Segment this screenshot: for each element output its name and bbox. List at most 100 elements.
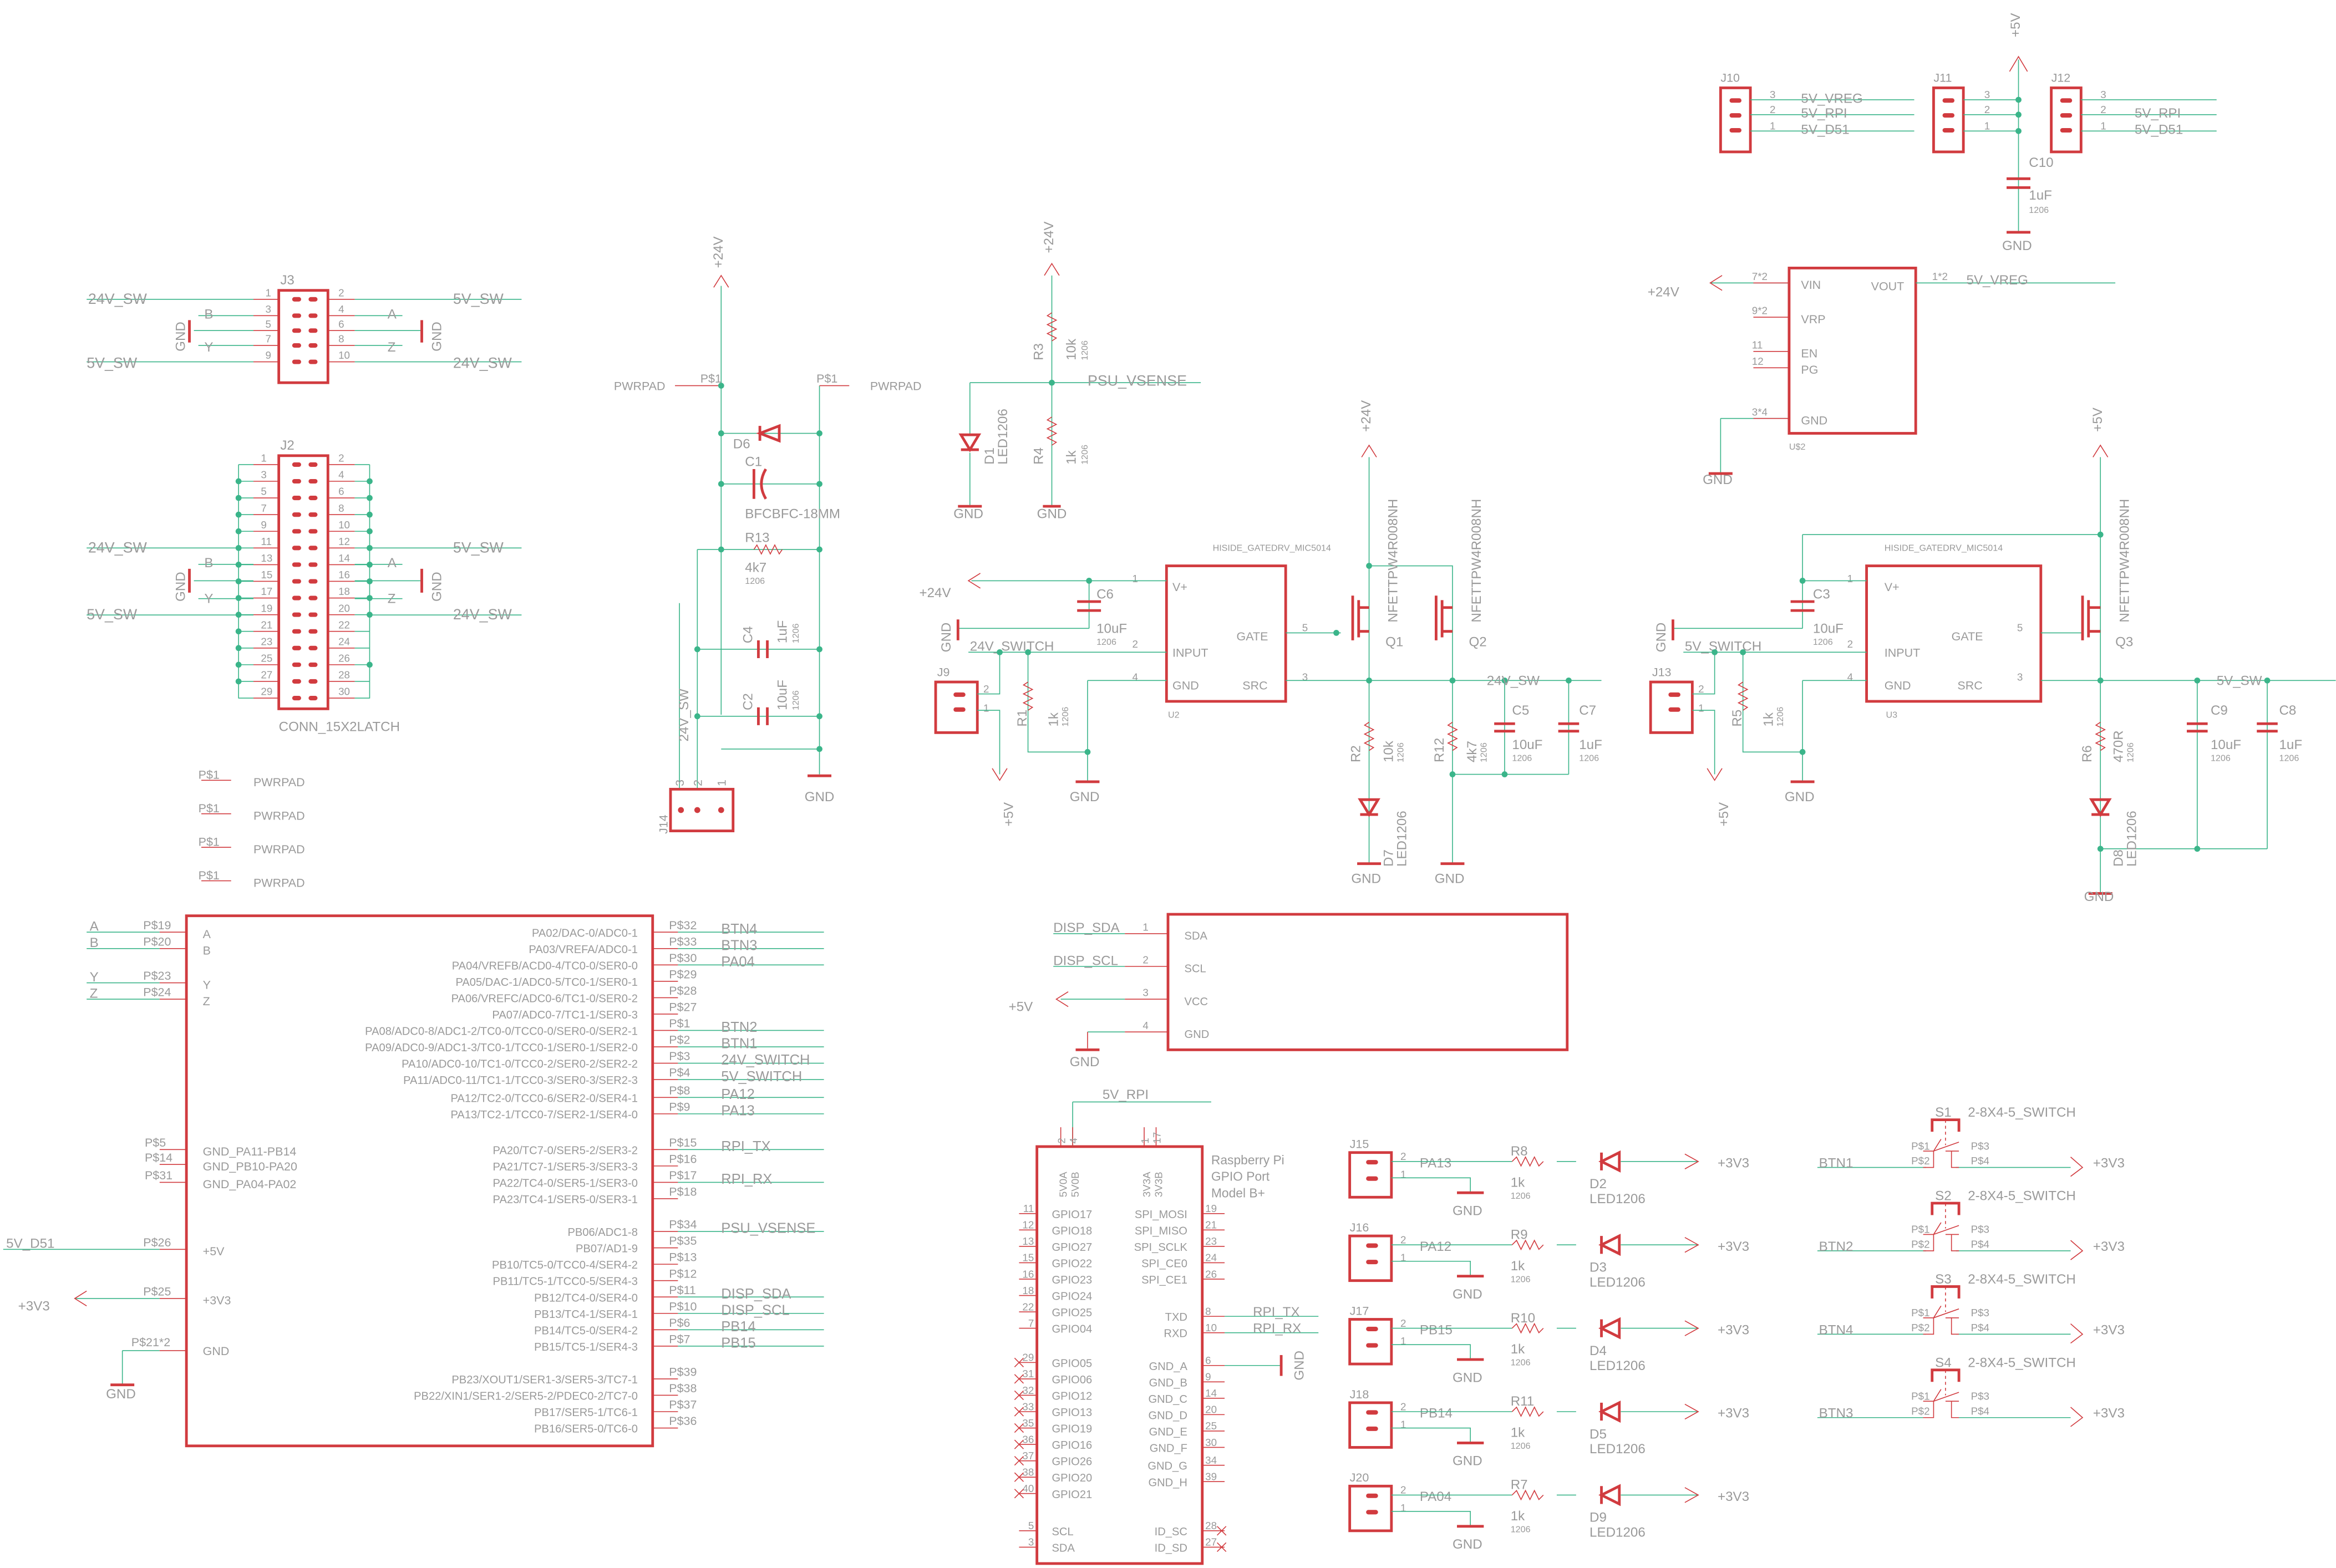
gnd-label: GND	[1453, 1454, 1482, 1469]
connector-j12[interactable]	[2050, 86, 2083, 154]
net-label: 5V_RPI	[1103, 1087, 1149, 1102]
pin-name: GPIO21	[1052, 1489, 1093, 1501]
capacitor-c10-icon	[2007, 177, 2030, 189]
pin-num: P$6	[669, 1316, 690, 1330]
net-label: A	[388, 556, 397, 571]
pin-num: 1	[1984, 120, 1990, 132]
net-label: RPI_RX	[721, 1172, 772, 1187]
pin-name: VRP	[1801, 313, 1825, 326]
pin-num: 34	[1205, 1454, 1217, 1466]
pin-num: 14	[1205, 1387, 1217, 1399]
pin-name: PA22/TC4-0/SER5-1/SER3-0	[493, 1177, 638, 1189]
pin-label: P$2	[1911, 1405, 1929, 1417]
led-label: D2	[1590, 1177, 1607, 1192]
pin-num: 17	[1151, 1132, 1163, 1144]
gnd-label: GND	[1453, 1370, 1482, 1385]
pin-num: 9	[1205, 1371, 1211, 1383]
net-24v-sw: 24V_SW	[1487, 673, 1540, 688]
c3-label: C3	[1813, 587, 1830, 602]
gnd-label: GND	[1351, 872, 1381, 887]
pin-num: 10	[338, 349, 350, 361]
connector[interactable]	[1348, 1151, 1393, 1199]
resistor-label: R11	[1511, 1394, 1535, 1409]
connector-j11[interactable]	[1932, 86, 1965, 154]
connector[interactable]	[1348, 1484, 1393, 1533]
connector[interactable]	[1348, 1318, 1393, 1366]
led-label: D5	[1590, 1427, 1607, 1442]
connector-label: J18	[1350, 1388, 1369, 1401]
pin-num: 2	[1847, 638, 1853, 650]
ref-label: J3	[280, 273, 294, 288]
pin-name: SPI_CE1	[1141, 1274, 1187, 1286]
pin-num: 30	[338, 686, 350, 698]
pin-num: 26	[338, 653, 350, 664]
pwrpad-pin-left: P$1	[700, 372, 722, 385]
resistor-r13-icon	[753, 544, 783, 555]
supply-label: +3V3	[1718, 1406, 1749, 1421]
pin-num: 2	[338, 452, 344, 464]
pin-num: 27	[1205, 1536, 1217, 1548]
c4-value: 1uF	[775, 620, 790, 644]
gnd-label: GND	[1654, 623, 1669, 653]
pin-num: 3	[1984, 89, 1990, 100]
pin-num: 6	[338, 318, 344, 330]
gnd-label: GND	[953, 507, 983, 522]
resistor-value: 1k	[1511, 1509, 1525, 1524]
pin-name: GND	[203, 1345, 230, 1358]
resistor-package: 1206	[1511, 1274, 1531, 1284]
connector-j14[interactable]	[669, 787, 735, 833]
pin-label: P$1	[1911, 1140, 1929, 1152]
pin-gnd: GND	[1172, 679, 1199, 692]
gate-driver-u3[interactable]: HISIDE_GATEDRV_MIC5014 U3 V+ INPUT GND G…	[1649, 408, 2336, 904]
net-label: PSU_VSENSE	[721, 1221, 815, 1236]
pin-num: 20	[338, 602, 350, 614]
r3-value: 10k	[1064, 338, 1079, 360]
pin-name: PB17/SER5-1/TC6-1	[534, 1407, 638, 1419]
pin-num: P$37	[669, 1398, 697, 1412]
net-label: 24V_SW	[453, 354, 512, 371]
pin-name: GPIO24	[1052, 1291, 1093, 1303]
pin-label: P$1	[1911, 1391, 1929, 1402]
connector-j13[interactable]	[1649, 680, 1694, 734]
pin-name: GPIO13	[1052, 1407, 1093, 1419]
rpi-title: Model B+	[1211, 1185, 1265, 1200]
pin-num: 18	[338, 586, 350, 597]
diode-d6-icon	[756, 424, 781, 443]
pin-label: P$3	[1971, 1140, 1989, 1152]
pwrpad-name: PWRPAD	[253, 876, 305, 889]
connector[interactable]	[1348, 1234, 1393, 1282]
pin-num: P$33	[669, 935, 697, 948]
pin-name: 5V0B	[1069, 1172, 1081, 1197]
c5-value: 10uF	[1512, 737, 1542, 752]
connector-j10[interactable]	[1719, 86, 1752, 154]
connector-j9[interactable]	[934, 680, 979, 734]
pin-num: 2	[1142, 954, 1148, 966]
gnd-label: GND	[1453, 1203, 1482, 1218]
pin-name: 5V0A	[1057, 1172, 1069, 1197]
u2-ref: U2	[1168, 710, 1180, 720]
pin-label: P$2	[1911, 1155, 1929, 1167]
pin-name: GPIO06	[1052, 1374, 1093, 1386]
pin-num: 11	[261, 536, 272, 547]
net-label: 5V_SW	[453, 291, 504, 307]
switch-ref: S1	[1935, 1105, 1952, 1120]
connector[interactable]	[1348, 1401, 1393, 1449]
pwrpad-name: PWRPAD	[253, 809, 305, 822]
gate-driver-u2[interactable]: HISIDE_GATEDRV_MIC5014 U2 V+ INPUT GND G…	[919, 400, 1602, 887]
connector-label: J17	[1350, 1304, 1369, 1317]
net-label: Y	[90, 970, 99, 985]
supply-label: +24V	[1359, 400, 1374, 432]
j11-label: J11	[1933, 72, 1952, 85]
pin-name: VIN	[1801, 278, 1821, 292]
pin-num: 2	[338, 287, 344, 298]
